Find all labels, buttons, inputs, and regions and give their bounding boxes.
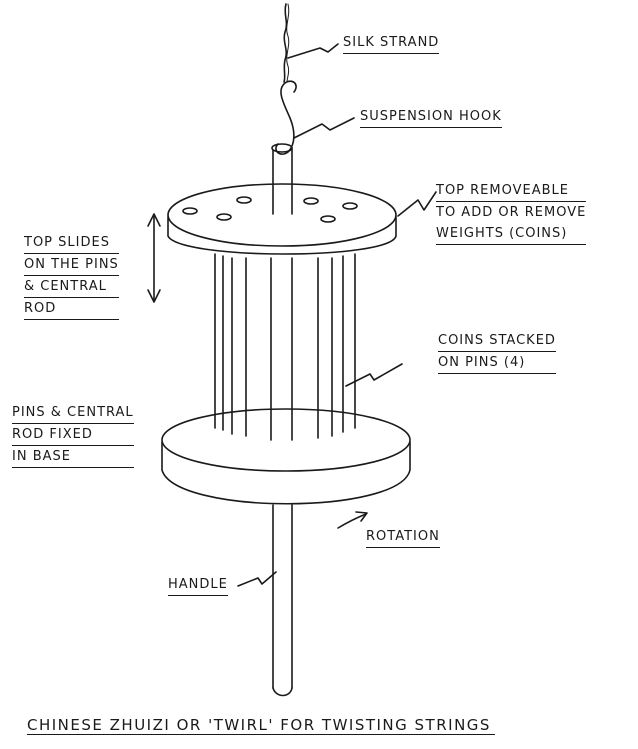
label-suspension-hook: SUSPENSION HOOK bbox=[360, 106, 502, 128]
label-line: ON PINS (4) bbox=[438, 352, 556, 374]
label-handle: HANDLE bbox=[168, 574, 228, 596]
base-disc bbox=[161, 408, 411, 505]
label-line: WEIGHTS (COINS) bbox=[436, 223, 587, 245]
label-top-removeable: TOP REMOVEABLE TO ADD OR REMOVE WEIGHTS … bbox=[436, 180, 587, 245]
label-silk-strand: SILK STRAND bbox=[343, 32, 440, 54]
top-disc bbox=[167, 183, 397, 255]
label-line: ROD bbox=[24, 298, 119, 320]
handle bbox=[272, 504, 293, 697]
suspension-hook bbox=[275, 80, 297, 155]
label-line: ROD FIXED bbox=[12, 424, 134, 446]
label-line: PINS & CENTRAL bbox=[12, 402, 134, 424]
label-line: TO ADD OR REMOVE bbox=[436, 205, 587, 220]
central-rod-top bbox=[272, 147, 293, 215]
label-line: TOP SLIDES bbox=[24, 232, 119, 254]
label-line: TOP REMOVEABLE bbox=[436, 180, 587, 202]
label-coins-stacked: COINS STACKED ON PINS (4) bbox=[438, 330, 556, 374]
label-line: ON THE PINS bbox=[24, 254, 119, 276]
label-rotation: ROTATION bbox=[366, 526, 440, 548]
label-line: IN BASE bbox=[12, 446, 134, 468]
label-top-slides: TOP SLIDES ON THE PINS & CENTRAL ROD bbox=[24, 232, 119, 320]
pins bbox=[214, 253, 356, 441]
silk-strand bbox=[283, 3, 288, 83]
rotation-arrow bbox=[337, 513, 367, 529]
figure-caption: CHINESE ZHUIZI OR 'TWIRL' FOR TWISTING S… bbox=[27, 716, 495, 735]
label-line: & CENTRAL bbox=[24, 276, 119, 298]
label-pins-fixed: PINS & CENTRAL ROD FIXED IN BASE bbox=[12, 402, 134, 468]
label-line: COINS STACKED bbox=[438, 330, 556, 352]
